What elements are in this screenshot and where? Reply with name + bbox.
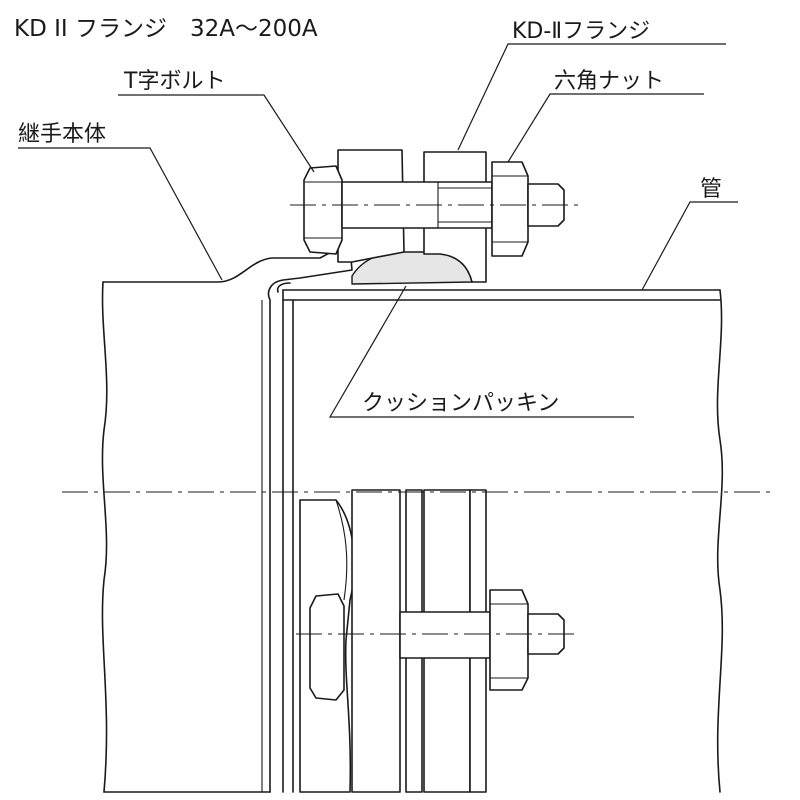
diagram-title: KD II フランジ 32A～200A — [14, 16, 318, 42]
label-body: 継手本体 — [18, 122, 106, 147]
lower-flange-assembly — [299, 489, 565, 793]
label-hex-nut: 六角ナット — [554, 69, 664, 94]
leader-lines — [18, 43, 738, 418]
label-cushion-packing: クッションパッキン — [362, 391, 559, 416]
label-pipe: 管 — [700, 177, 722, 202]
label-flange: KD-Ⅱフランジ — [512, 19, 650, 44]
label-t-bolt: T字ボルト — [123, 69, 225, 94]
pipe — [282, 289, 724, 793]
